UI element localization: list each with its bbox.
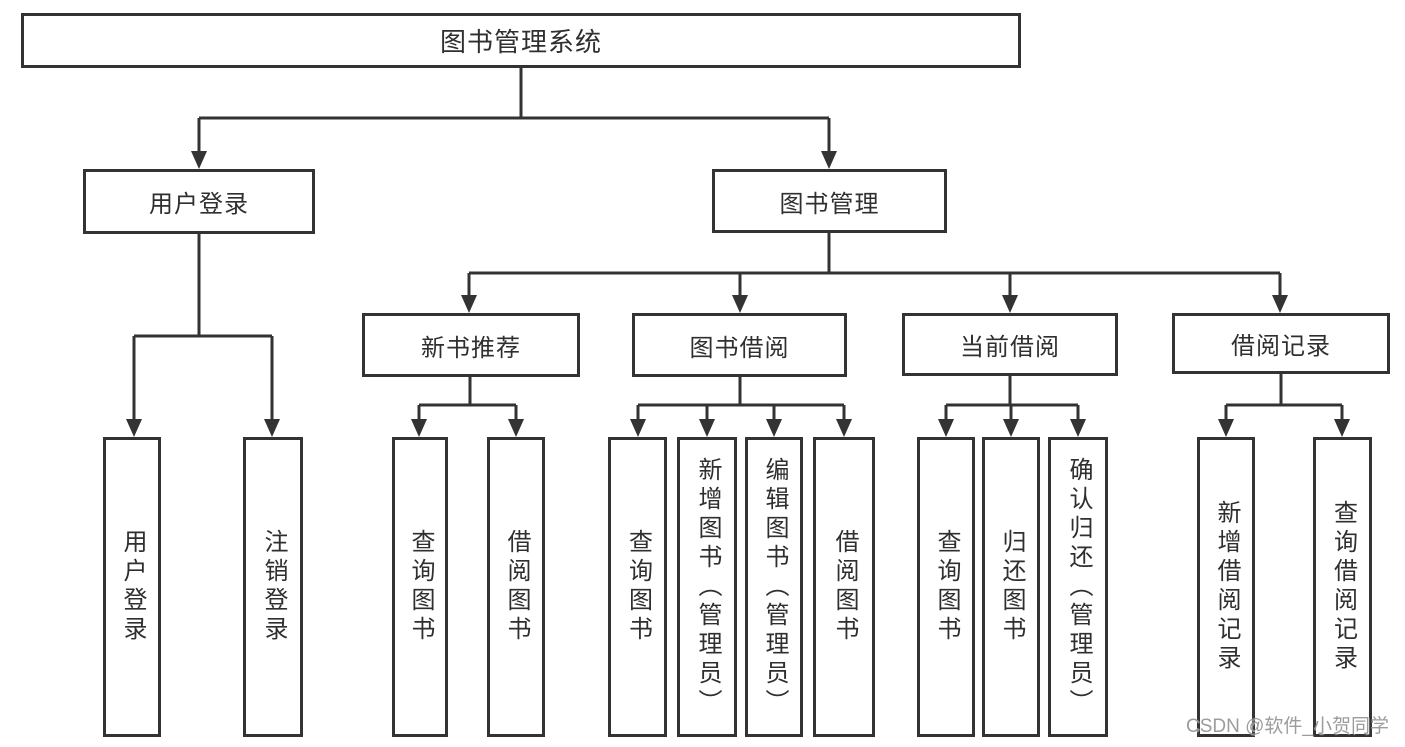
node-label: 新书推荐 [421,334,521,362]
node-label: 确认归还（管理员） [1065,456,1092,718]
node-book-management: 图书管理 [712,169,947,233]
leaf-current-return-books: 归还图书 [982,437,1040,737]
node-label: 注销登录 [260,529,287,645]
leaf-rec-search-books: 查询图书 [392,437,448,737]
leaf-borrow-edit-books-admin: 编辑图书（管理员） [745,437,803,737]
leaf-current-search-books: 查询图书 [917,437,975,737]
leaf-records-add-record: 新增借阅记录 [1197,437,1255,737]
node-label: 新增图书（管理员） [694,456,721,718]
node-label: 用户登录 [149,191,249,218]
node-label: 查询图书 [407,529,434,645]
node-label: 新增借阅记录 [1213,500,1240,674]
node-user-login: 用户登录 [83,169,315,234]
node-book-borrowing: 图书借阅 [632,313,847,377]
node-label: 借阅图书 [831,529,858,645]
node-label: 编辑图书（管理员） [761,456,788,718]
leaf-current-confirm-return-admin: 确认归还（管理员） [1048,437,1108,737]
node-label: 图书借阅 [689,334,790,362]
node-current-borrowing: 当前借阅 [902,313,1118,376]
leaf-logout: 注销登录 [243,437,303,737]
leaf-user-login: 用户登录 [103,437,161,737]
node-label: 借阅记录 [1231,333,1331,360]
leaf-borrow-search-books: 查询图书 [608,437,667,737]
node-label: 图书管理系统 [439,27,602,57]
node-label: 用户登录 [119,529,146,645]
leaf-borrow-add-books-admin: 新增图书（管理员） [677,437,737,737]
node-label: 归还图书 [998,529,1025,645]
leaf-rec-borrow-books: 借阅图书 [487,437,545,737]
node-label: 借阅图书 [503,529,530,645]
connector-path [132,68,1344,419]
leaf-records-search-record: 查询借阅记录 [1313,437,1372,737]
node-label: 查询借阅记录 [1329,500,1357,674]
csdn-watermark: CSDN @软件_小贺同学 [1186,716,1389,737]
node-label: 查询图书 [933,529,960,645]
node-label: 当前借阅 [960,334,1060,361]
node-new-book-recommend: 新书推荐 [362,313,580,377]
leaf-borrow-borrow-books: 借阅图书 [813,437,875,737]
node-label: 查询图书 [624,529,652,645]
node-root-system: 图书管理系统 [21,13,1021,68]
node-borrowing-records: 借阅记录 [1172,313,1390,374]
node-label: 图书管理 [779,190,880,218]
